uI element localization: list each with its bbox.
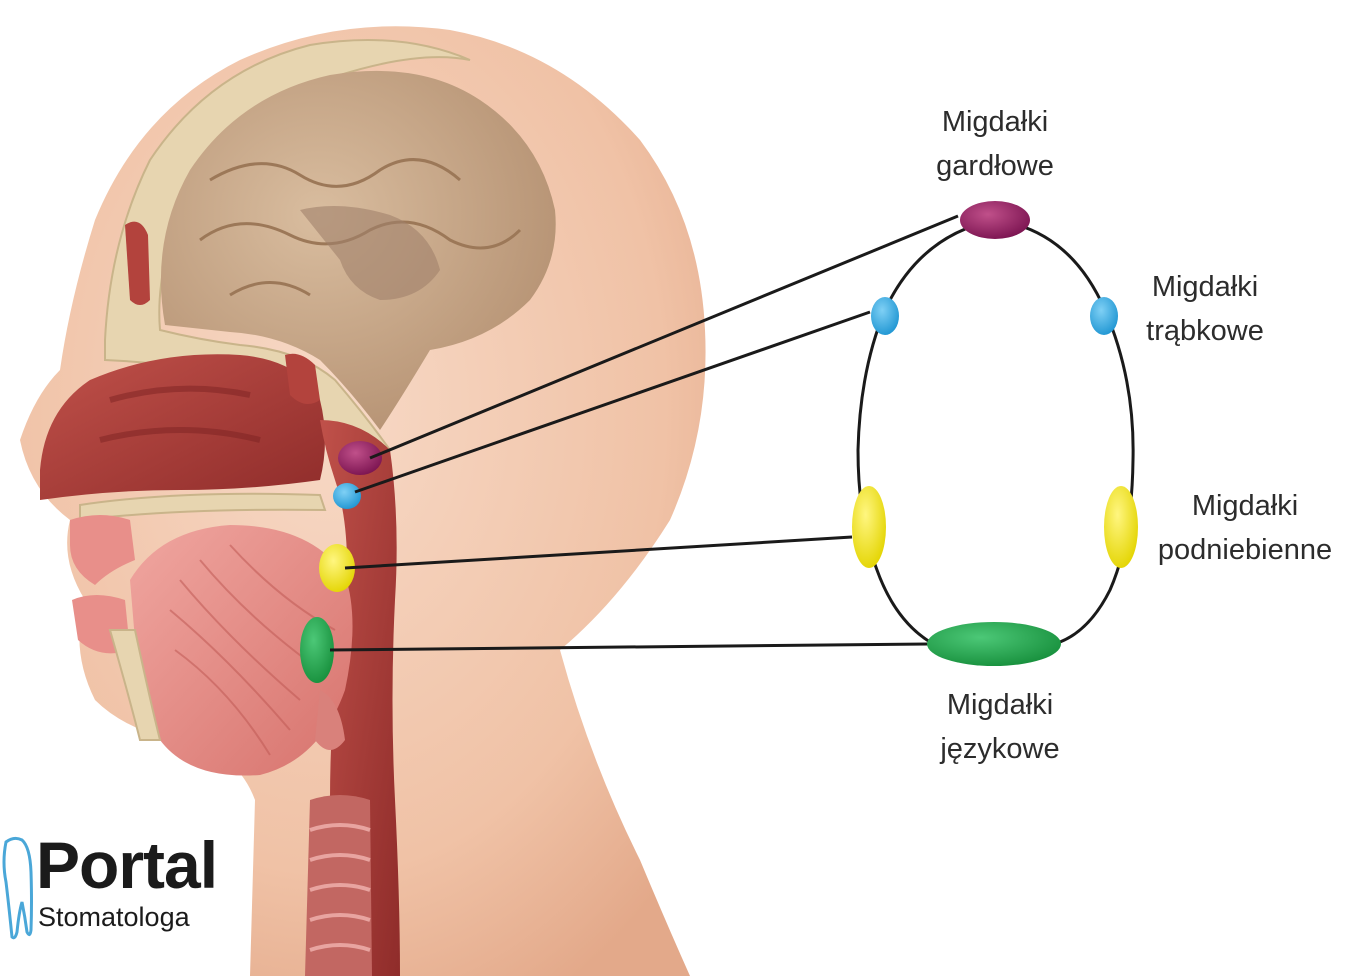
palatine-tonsil-ring-right [1104,486,1138,568]
pharyngeal-tonsil-head [338,441,382,475]
label-palatine-line1: Migdałki [1140,484,1350,528]
waldeyer-ring [858,220,1133,642]
logo-title: Portal [36,826,217,904]
label-pharyngeal-tonsils: Migdałki gardłowe [905,100,1085,188]
pharyngeal-tonsil-ring [960,201,1030,239]
label-palatine-tonsils: Migdałki podniebienne [1140,484,1350,572]
label-lingual-tonsils: Migdałki językowe [905,683,1095,771]
trachea [305,795,372,976]
portal-stomatologa-logo: Portal Stomatologa [0,826,230,946]
lingual-tonsil-ring [927,622,1061,666]
label-tubal-line1: Migdałki [1125,265,1285,309]
tooth-icon [0,832,34,942]
label-pharyngeal-line1: Migdałki [905,100,1085,144]
lingual-tonsil-head [300,617,334,683]
label-lingual-line1: Migdałki [905,683,1095,727]
tubal-tonsil-head [333,483,361,509]
label-palatine-line2: podniebienne [1140,528,1350,572]
tubal-tonsil-ring-left [871,297,899,335]
label-tubal-line2: trąbkowe [1125,309,1285,353]
logo-subtitle: Stomatologa [38,900,190,934]
tubal-tonsil-ring-right [1090,297,1118,335]
palatine-tonsil-ring-left [852,486,886,568]
label-tubal-tonsils: Migdałki trąbkowe [1125,265,1285,353]
label-pharyngeal-line2: gardłowe [905,144,1085,188]
label-lingual-line2: językowe [905,727,1095,771]
